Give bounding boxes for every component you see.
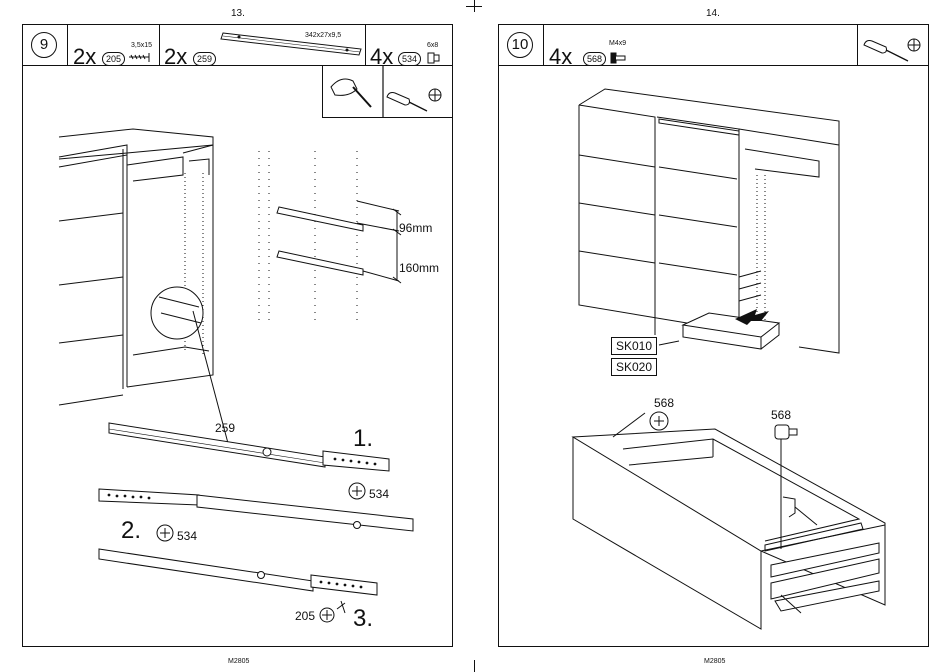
phillips-icon (429, 89, 441, 101)
step-10-panel: 10 4x 568 M4x9 (498, 24, 929, 647)
screw-534-label-a: 534 (369, 487, 389, 501)
dimension-160mm: 160mm (399, 261, 439, 275)
drawer-code-sk010: SK010 (611, 337, 657, 355)
left-page-number: 13. (231, 8, 245, 19)
hammer-icon (331, 79, 371, 107)
step-label-1: 1. (353, 425, 373, 453)
left-footer-code: M2805 (228, 658, 249, 665)
step-10-drawing (499, 25, 930, 648)
right-footer-code: M2805 (704, 658, 725, 665)
step-label-2: 2. (121, 517, 141, 545)
step-9-panel: 9 2x 205 3,5x15 2x 259 342x27x9,5 4x 534… (22, 24, 453, 647)
drawer-code-sk020: SK020 (611, 358, 657, 376)
screw-205-label: 205 (295, 609, 315, 623)
step-label-3: 3. (353, 605, 373, 633)
screw-568-label-right: 568 (771, 408, 791, 422)
fold-mark-cross (466, 6, 482, 7)
screw-534-label-b: 534 (177, 529, 197, 543)
right-page-number: 14. (706, 8, 720, 19)
screwdriver-icon (387, 93, 427, 112)
screw-568-label-left: 568 (654, 396, 674, 410)
fold-mark-bottom (474, 660, 475, 672)
step-9-drawing (23, 25, 454, 648)
rail-259-label: 259 (215, 421, 235, 435)
dimension-96mm: 96mm (399, 221, 432, 235)
